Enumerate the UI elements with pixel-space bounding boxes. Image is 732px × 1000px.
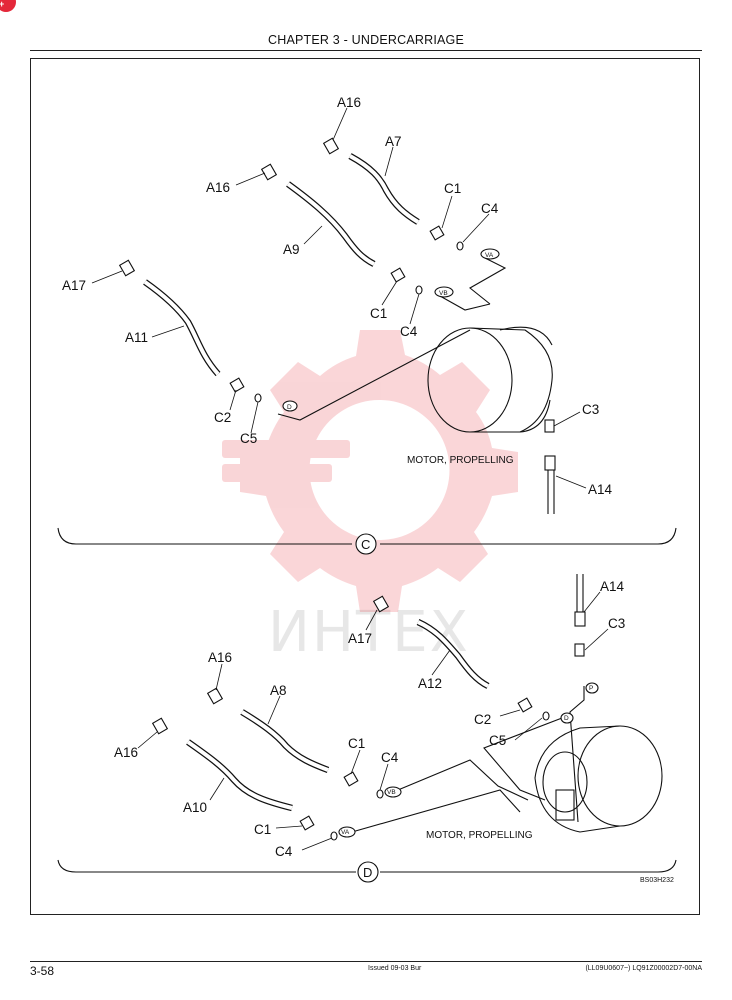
oring-c5	[542, 711, 550, 721]
route-p	[569, 686, 585, 823]
fitting-a16	[151, 717, 169, 735]
labels-top: A16 A7 A16 C1 C4 A9 A17 A11 C1 C4 C2 C5 …	[62, 95, 613, 552]
document-code: (LL09U0607~) LQ91Z00002D7-00NA	[585, 965, 702, 972]
fitting-a16	[206, 687, 224, 705]
port-vb	[434, 286, 454, 298]
label-c5: C5	[489, 733, 506, 748]
fitting-a14	[544, 455, 556, 471]
label-a10: A10	[183, 800, 207, 815]
fitting-c1	[299, 815, 315, 831]
label-c2: C2	[474, 712, 491, 727]
port-vb	[384, 786, 402, 798]
label-a16: A16	[114, 745, 138, 760]
oring-c4	[376, 789, 384, 799]
view-d-label: D	[363, 865, 372, 880]
port-d	[560, 712, 574, 724]
view-c-label: C	[361, 537, 370, 552]
fitting-a17	[372, 595, 390, 613]
port-va-label: VA	[341, 829, 350, 836]
motor-propelling-top	[427, 326, 553, 433]
route-d	[277, 329, 471, 421]
port-va	[338, 826, 356, 838]
port-va-label: VA	[485, 252, 494, 259]
port-d-label: D	[564, 715, 569, 722]
fitting-c1	[429, 225, 445, 241]
motor-propelling-bottom	[534, 725, 663, 833]
label-c1: C1	[444, 181, 461, 196]
chapter-title: CHAPTER 3 - UNDERCARRIAGE	[268, 33, 464, 47]
footer-rule	[30, 961, 702, 962]
label-c4: C4	[481, 201, 499, 216]
leader-lines-bottom	[137, 591, 609, 851]
fitting-c2	[517, 697, 533, 713]
figure-frame	[30, 58, 700, 915]
label-a12: A12	[418, 676, 442, 691]
label-a17: A17	[62, 278, 86, 293]
route-va	[469, 257, 507, 305]
view-d-circle	[357, 861, 379, 883]
corner-badge: +	[0, 0, 16, 12]
fitting-a16	[322, 137, 340, 155]
oring-c4	[456, 241, 464, 251]
port-vb-label: VB	[387, 789, 396, 796]
view-c-circle	[355, 533, 377, 555]
label-c5: C5	[240, 431, 257, 446]
fitting-a14	[574, 611, 586, 627]
watermark-gear-icon	[222, 330, 518, 612]
label-a14: A14	[588, 482, 613, 497]
label-c4: C4	[275, 844, 293, 859]
label-c1: C1	[370, 306, 387, 321]
label-a9: A9	[283, 242, 300, 257]
labels-bottom: A14 A17 C3 A16 A12 A8 C2 C5 C1 C4 A16 A1…	[114, 579, 674, 884]
leader-lines-top	[91, 107, 587, 489]
fitting-c1	[343, 771, 359, 787]
fitting-c3	[574, 643, 585, 657]
fittings-top	[118, 137, 556, 471]
header-rule	[30, 50, 702, 51]
oring-c4	[415, 285, 423, 295]
label-a7: A7	[385, 134, 402, 149]
label-a8: A8	[270, 683, 287, 698]
fitting-c2	[229, 377, 245, 393]
top-view	[57, 107, 677, 555]
oring-c5	[254, 393, 262, 403]
figure-code: BS03H232	[640, 877, 674, 884]
label-c3: C3	[582, 402, 599, 417]
label-a14: A14	[600, 579, 625, 594]
bottom-view	[57, 574, 677, 883]
route-va	[351, 789, 521, 833]
port-vb-label: VB	[439, 290, 448, 297]
port-va	[480, 248, 500, 260]
label-c1: C1	[348, 736, 365, 751]
label-c3: C3	[608, 616, 625, 631]
issue-info: Issued 09-03 Bur	[368, 965, 422, 972]
oring-c4	[330, 831, 338, 841]
port-p	[585, 682, 599, 694]
label-a16: A16	[337, 95, 361, 110]
label-c4: C4	[400, 324, 418, 339]
motor-label: MOTOR, PROPELLING	[407, 455, 514, 466]
port-p-label: P	[589, 685, 593, 692]
label-a16: A16	[208, 650, 232, 665]
plus-icon: +	[0, 0, 5, 9]
fitting-c3	[544, 419, 555, 433]
port-d	[282, 400, 298, 412]
fitting-a17	[118, 259, 136, 277]
label-c4: C4	[381, 750, 399, 765]
label-a16: A16	[206, 180, 230, 195]
route-vb	[397, 759, 529, 801]
page-number: 3-58	[30, 964, 55, 978]
motor-label: MOTOR, PROPELLING	[426, 830, 533, 841]
fitting-c1	[390, 267, 406, 283]
port-d-label: D	[287, 404, 292, 411]
label-c1: C1	[254, 822, 271, 837]
label-a17: A17	[348, 631, 372, 646]
fittings-bottom	[151, 595, 586, 831]
view-d-base-line	[57, 859, 356, 873]
label-a11: A11	[125, 330, 148, 345]
view-c-base-line	[57, 527, 352, 545]
label-c2: C2	[214, 410, 231, 425]
fitting-a16	[260, 163, 278, 181]
